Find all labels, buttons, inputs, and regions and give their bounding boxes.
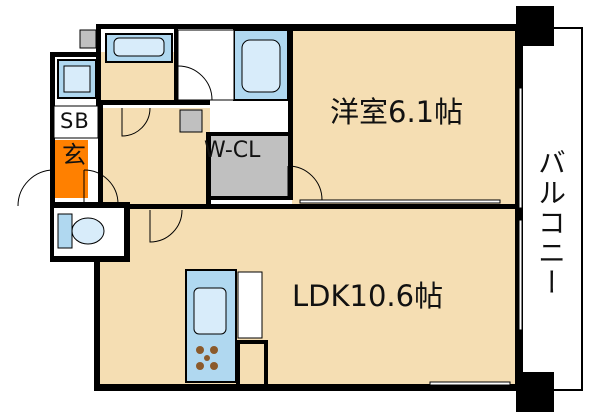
entrance-tile bbox=[54, 140, 88, 198]
balcony-outline bbox=[521, 27, 583, 391]
entrance-label: 玄 bbox=[62, 141, 86, 169]
balcony-column-bottom bbox=[516, 372, 554, 412]
ldk-label: LDK10.6帖 bbox=[292, 279, 444, 313]
closet-floor bbox=[210, 136, 292, 200]
walk-in-closet-label: W-CL bbox=[204, 138, 261, 163]
bathroom-floor bbox=[177, 29, 235, 101]
toilet-tank bbox=[57, 213, 73, 249]
door-swings bbox=[17, 65, 323, 243]
shoe-box bbox=[53, 105, 99, 139]
stove-burners bbox=[196, 346, 218, 370]
pipe-shaft-2 bbox=[179, 109, 203, 133]
western-room-floor bbox=[292, 28, 522, 206]
balcony-label: バルコニー bbox=[534, 148, 567, 298]
pipe-shaft bbox=[79, 29, 97, 49]
bathtub-inner bbox=[241, 39, 281, 93]
shoe-box-label: SB bbox=[60, 109, 90, 133]
kitchen-sink bbox=[193, 287, 227, 335]
toilet-bowl bbox=[71, 217, 105, 245]
fridge-space bbox=[237, 271, 263, 339]
balcony-column-top bbox=[516, 6, 554, 46]
washbasin-inner bbox=[63, 65, 91, 93]
washing-machine-inner bbox=[113, 37, 165, 57]
western-room-label: 洋室6.1帖 bbox=[330, 95, 464, 129]
window-lines bbox=[299, 87, 523, 386]
